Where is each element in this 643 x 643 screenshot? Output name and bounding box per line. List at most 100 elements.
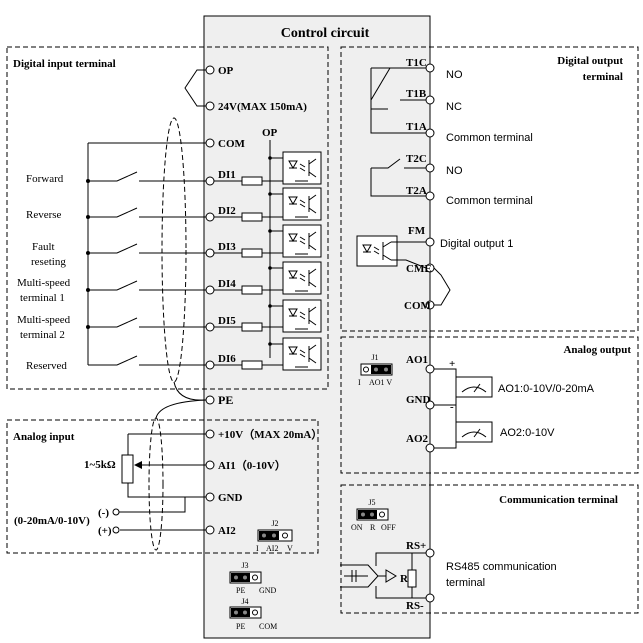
digital-output-title-line2: terminal bbox=[583, 71, 623, 83]
terminal-t2a-label: T2A bbox=[406, 185, 427, 197]
j5-off-label: OFF bbox=[381, 523, 396, 532]
terminal-ao2-label: AO2 bbox=[406, 433, 429, 445]
analog-input-title: Analog input bbox=[13, 431, 75, 443]
j1-label: J1 bbox=[371, 353, 378, 362]
terminal-di3-label: DI3 bbox=[218, 241, 236, 253]
j5-on-label: ON bbox=[351, 523, 363, 532]
rs485-label-2: terminal bbox=[446, 577, 485, 589]
terminal-com-right bbox=[425, 300, 435, 310]
communication-title: Communication terminal bbox=[499, 494, 618, 506]
terminal-di4-label: DI4 bbox=[218, 278, 236, 290]
di6-row: DI6 bbox=[88, 353, 236, 370]
terminal-ai2-label: AI2 bbox=[218, 525, 236, 537]
terminal-t2c-label: T2C bbox=[406, 153, 427, 165]
j5-label: J5 bbox=[368, 498, 375, 507]
label-fault-2: reseting bbox=[31, 256, 66, 268]
terminal-di5-label: DI5 bbox=[218, 315, 236, 327]
communication-section bbox=[340, 484, 639, 614]
opto-op-label: OP bbox=[262, 127, 278, 139]
di4-row: DI4 bbox=[86, 278, 236, 295]
analog-input-section bbox=[6, 419, 319, 554]
terminal-di3 bbox=[205, 248, 215, 258]
terminal-di2 bbox=[205, 212, 215, 222]
terminal-di4 bbox=[205, 285, 215, 295]
terminal-gnd bbox=[205, 492, 215, 502]
di3-row: DI3 bbox=[86, 241, 236, 258]
j5-r-label: R bbox=[370, 523, 376, 532]
j2-ai2-label: AI2 bbox=[266, 544, 278, 553]
terminal-10v-label: +10V（MAX 20mA） bbox=[218, 428, 322, 441]
terminal-t1c-label: T1C bbox=[406, 57, 427, 69]
terminal-com bbox=[205, 138, 215, 148]
j2-i-label: I bbox=[256, 544, 259, 553]
rs485-transceiver bbox=[340, 552, 426, 599]
terminal-fm bbox=[425, 237, 435, 247]
j3-label: J3 bbox=[241, 561, 248, 570]
fm-desc: Digital output 1 bbox=[440, 238, 513, 250]
terminal-t1b-label: T1B bbox=[406, 88, 427, 100]
label-ms1-2: terminal 1 bbox=[20, 292, 65, 304]
terminal-ai1 bbox=[205, 460, 215, 470]
terminal-cme-label: CME bbox=[406, 263, 432, 275]
terminal-di6-label: DI6 bbox=[218, 353, 236, 365]
j1-i-label: I bbox=[358, 378, 361, 387]
ao1-range-label: AO1:0-10V/0-20mA bbox=[498, 383, 595, 395]
terminal-di2-label: DI2 bbox=[218, 205, 236, 217]
j3-gnd-label: GND bbox=[259, 586, 277, 595]
label-reserved: Reserved bbox=[26, 360, 67, 372]
terminal-gnd-ao-label: GND bbox=[406, 394, 431, 406]
digital-output-title-line1: Digital output bbox=[557, 55, 623, 67]
terminal-di1-label: DI1 bbox=[218, 169, 236, 181]
j4-label: J4 bbox=[241, 597, 248, 606]
terminal-op bbox=[205, 65, 215, 75]
terminal-t1c bbox=[425, 63, 435, 73]
terminal-24v-label: 24V(MAX 150mA) bbox=[218, 101, 307, 113]
rs485-label-1: RS485 communication bbox=[446, 561, 557, 573]
terminal-ao1 bbox=[425, 364, 435, 374]
ai2-minus-label: (-) bbox=[98, 507, 109, 519]
j4-com-label: COM bbox=[259, 622, 277, 631]
terminal-rs-minus bbox=[425, 593, 435, 603]
t2c-desc: NO bbox=[446, 165, 463, 177]
di1-row: DI1 bbox=[86, 169, 236, 186]
terminal-di5 bbox=[205, 322, 215, 332]
j4-pe-label: PE bbox=[236, 622, 245, 631]
j1-v-label: AO1 V bbox=[369, 378, 392, 387]
shield-ellipse-di bbox=[161, 117, 187, 383]
potentiometer bbox=[121, 454, 134, 484]
terminal-com-right-label: COM bbox=[404, 300, 432, 312]
analog-output-section bbox=[340, 336, 639, 474]
terminal-t2a bbox=[425, 191, 435, 201]
terminal-t2c bbox=[425, 163, 435, 173]
terminal-di6 bbox=[205, 360, 215, 370]
pot-value-label: 1~5kΩ bbox=[84, 459, 116, 471]
ao2-range-label: AO2:0-10V bbox=[500, 427, 555, 439]
terminal-di1 bbox=[205, 176, 215, 186]
terminal-pe-label: PE bbox=[218, 393, 233, 407]
terminal-10v bbox=[205, 429, 215, 439]
j3-pe-label: PE bbox=[236, 586, 245, 595]
relay-1 bbox=[370, 67, 426, 134]
terminal-fm-label: FM bbox=[408, 225, 426, 237]
ai2-plus-label: (+) bbox=[98, 525, 112, 537]
terminal-pe bbox=[205, 395, 215, 405]
analog-output-title: Analog output bbox=[563, 344, 631, 356]
terminal-t1a-label: T1A bbox=[406, 121, 427, 133]
digital-input-title: Digital input terminal bbox=[13, 58, 116, 70]
t2a-desc: Common terminal bbox=[446, 195, 533, 207]
r-label: R bbox=[400, 573, 409, 585]
terminal-24v bbox=[205, 101, 215, 111]
terminal-op-label: OP bbox=[218, 65, 234, 77]
terminal-ai2 bbox=[205, 525, 215, 535]
diagram-title: Control circuit bbox=[281, 26, 370, 41]
ao1-plus: + bbox=[449, 358, 455, 370]
terminal-rs-plus-label: RS+ bbox=[406, 540, 426, 552]
di5-row: DI5 bbox=[86, 315, 236, 332]
terminal-t1b bbox=[425, 95, 435, 105]
label-ms2-2: terminal 2 bbox=[20, 329, 65, 341]
meter-ao2 bbox=[455, 421, 493, 443]
terminal-t1a bbox=[425, 128, 435, 138]
terminal-ai1-label: AI1（0-10V） bbox=[218, 459, 286, 472]
terminal-gnd-label: GND bbox=[218, 492, 243, 504]
